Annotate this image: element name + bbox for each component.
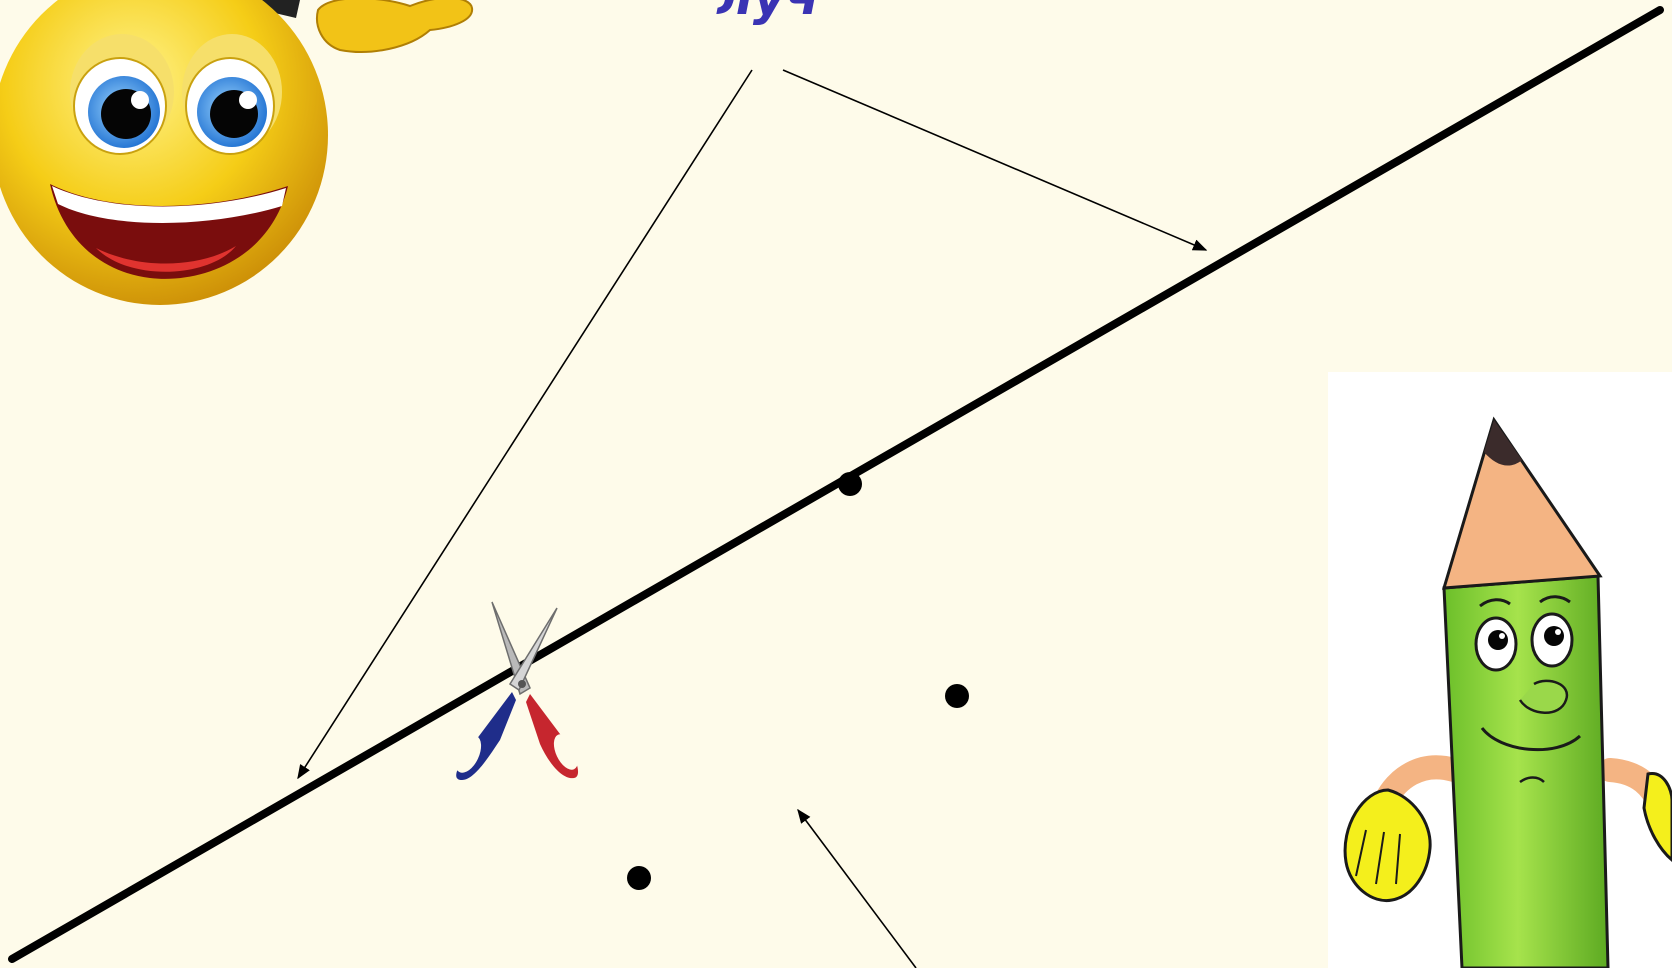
point-off-line-right [945,684,969,708]
ray-label: луч [716,0,820,26]
point-off-line-bottom [627,866,651,890]
point-on-line [838,472,862,496]
